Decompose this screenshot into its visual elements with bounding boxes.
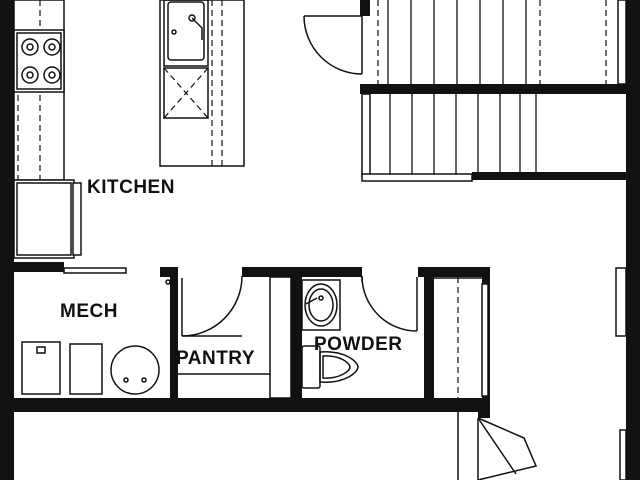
door-swing-icon (303, 15, 363, 75)
room-label-kitchen: KITCHEN (87, 177, 175, 198)
toilet-icon (301, 345, 359, 389)
basin-icon (301, 279, 341, 331)
powder-door (361, 275, 418, 332)
water-heater-icon (21, 341, 61, 395)
stairs-icon (360, 0, 626, 182)
interior-walls (14, 262, 627, 418)
entry-door (457, 412, 538, 480)
pantry-door (181, 275, 243, 337)
room-label-powder: POWDER (314, 334, 403, 355)
refrigerator-icon (13, 179, 82, 259)
pantry-shelf (178, 276, 292, 399)
furnace-icon (69, 343, 103, 395)
water-tank-icon (110, 345, 160, 395)
room-label-mech: MECH (60, 301, 118, 322)
dishwasher-icon (163, 67, 209, 119)
closet (434, 277, 489, 398)
cooktop-icon (13, 29, 65, 93)
kitchen-island (159, 0, 245, 167)
sink-icon (163, 0, 209, 67)
hanger-point (165, 279, 171, 285)
room-label-pantry: PANTRY (176, 348, 255, 369)
right-wall-details (617, 0, 627, 480)
